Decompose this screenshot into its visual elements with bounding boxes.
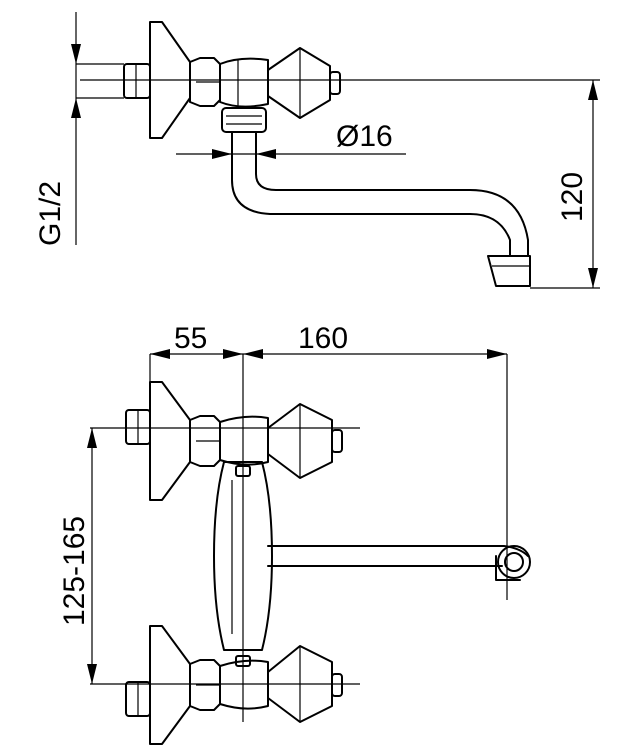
offset-dimension: 55 xyxy=(149,322,243,382)
side-spout-pipe xyxy=(231,131,511,257)
offset-label: 55 xyxy=(174,322,207,355)
spout-length-label: 160 xyxy=(298,322,348,355)
spout-height-label: 120 xyxy=(556,172,589,222)
side-aerator xyxy=(487,255,531,287)
center-distance-dimension: 125-165 xyxy=(58,428,97,684)
side-handle xyxy=(267,47,331,119)
front-view xyxy=(90,354,531,745)
side-view xyxy=(80,21,600,287)
side-inlet-nipple xyxy=(123,63,151,99)
pipe-diameter-label: Ø16 xyxy=(336,120,393,153)
front-lower-wall-plate xyxy=(149,625,191,745)
pipe-diameter-dimension: Ø16 xyxy=(176,120,406,159)
front-upper-wall-plate xyxy=(149,381,191,501)
side-spout-nut xyxy=(221,107,267,133)
front-aerator xyxy=(497,545,531,579)
thread-label: G1/2 xyxy=(34,181,67,246)
center-distance-label: 125-165 xyxy=(58,516,91,626)
front-mixer-body xyxy=(213,461,273,651)
side-valve-body xyxy=(219,57,269,108)
thread-dimension: G1/2 xyxy=(34,12,124,246)
spout-height-dimension: 120 xyxy=(530,80,600,289)
front-spout xyxy=(267,545,529,557)
spout-length-dimension: 160 xyxy=(243,322,507,359)
